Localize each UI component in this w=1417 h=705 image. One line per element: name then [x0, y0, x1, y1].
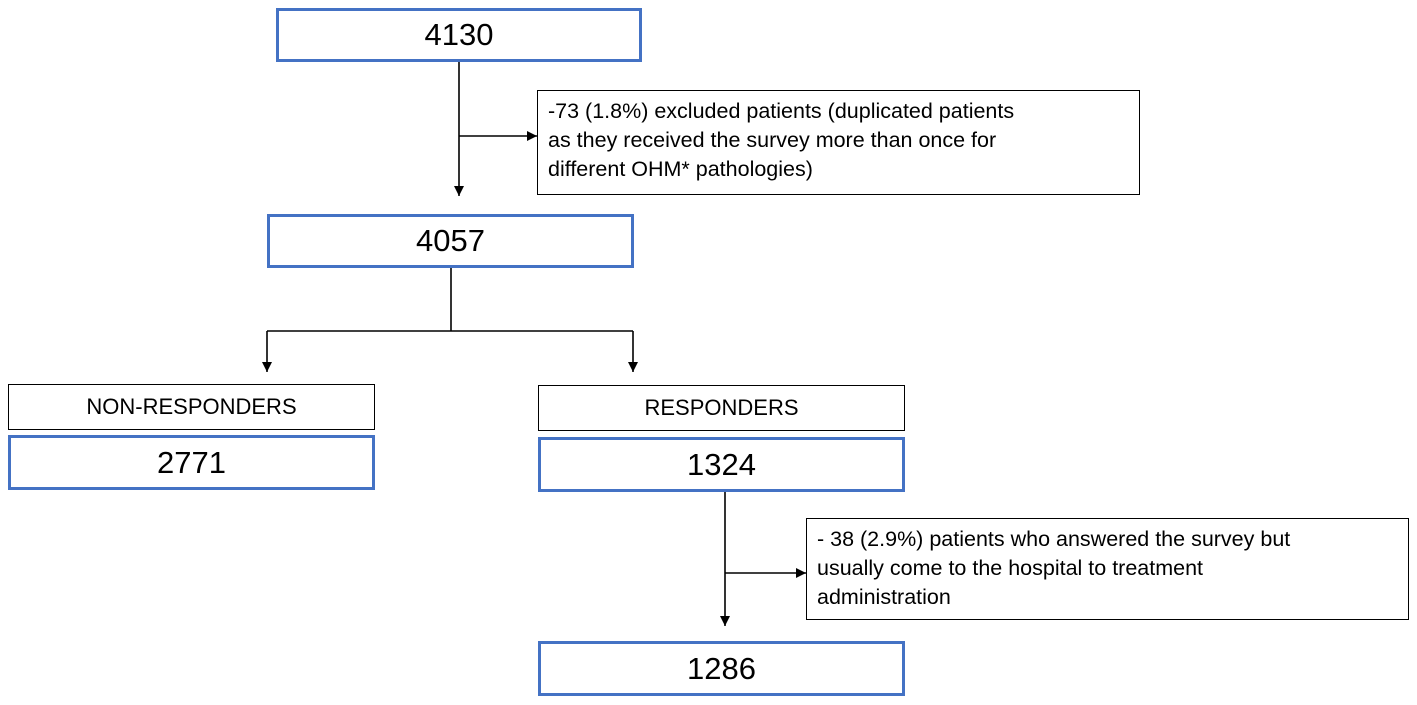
final-patients-box: 1286: [538, 641, 905, 696]
non-responders-label: NON-RESPONDERS: [86, 394, 297, 419]
exclusion-note-1-line-3: different OHM* pathologies): [548, 157, 813, 181]
exclusion-note-2-line-2: usually come to the hospital to treatmen…: [817, 556, 1204, 580]
exclusion-note-2-line-3: administration: [817, 585, 951, 609]
responders-label-box: RESPONDERS: [538, 385, 905, 431]
total-patients-box: 4130: [276, 8, 642, 62]
exclusion-note-2-line-1: - 38 (2.9%) patients who answered the su…: [817, 527, 1291, 551]
exclusion-note-1-line-2: as they received the survey more than on…: [548, 128, 997, 152]
non-responders-count-box: 2771: [8, 435, 375, 490]
final-patients-count: 1286: [687, 650, 756, 686]
exclusion-note-1: -73 (1.8%) excluded patients (duplicated…: [537, 90, 1140, 195]
exclusion-note-2: - 38 (2.9%) patients who answered the su…: [806, 518, 1409, 620]
non-responders-label-box: NON-RESPONDERS: [8, 384, 375, 430]
after-exclusion-box: 4057: [267, 214, 634, 268]
responders-label: RESPONDERS: [644, 395, 799, 420]
exclusion-note-1-line-1: -73 (1.8%) excluded patients (duplicated…: [548, 99, 1015, 123]
total-patients-count: 4130: [424, 17, 494, 52]
after-exclusion-count: 4057: [416, 223, 485, 258]
responders-count-box: 1324: [538, 437, 905, 492]
non-responders-count: 2771: [157, 444, 226, 480]
responders-count: 1324: [687, 446, 756, 482]
